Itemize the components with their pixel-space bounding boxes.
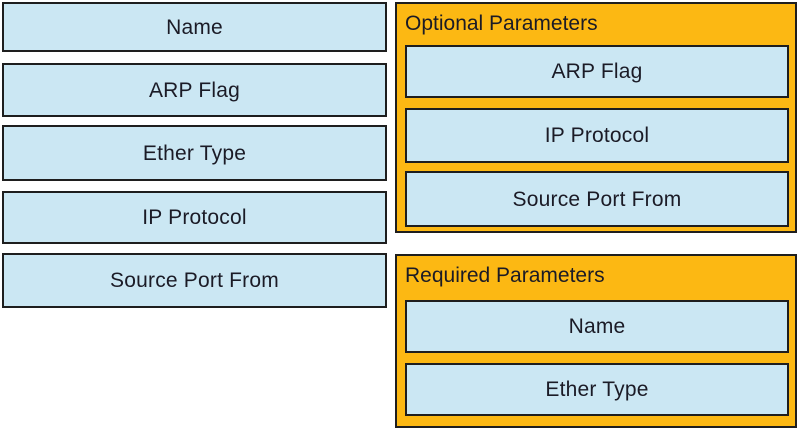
drop-group-optional-title: Optional Parameters [405,12,598,35]
dropped-token-name[interactable]: Name [405,300,789,353]
dropped-token-ip-protocol[interactable]: IP Protocol [405,108,789,163]
source-token-ip-protocol[interactable]: IP Protocol [2,191,387,244]
dropped-token-arp-flag[interactable]: ARP Flag [405,45,789,98]
source-token-name[interactable]: Name [2,2,387,52]
source-token-ether-type[interactable]: Ether Type [2,125,387,181]
source-token-source-port-from[interactable]: Source Port From [2,253,387,308]
dropped-token-ether-type[interactable]: Ether Type [405,363,789,416]
dropped-token-source-port-from[interactable]: Source Port From [405,171,789,227]
source-token-arp-flag[interactable]: ARP Flag [2,63,387,117]
drop-group-required-parameters[interactable]: Required Parameters Name Ether Type [395,254,797,428]
drop-group-optional-parameters[interactable]: Optional Parameters ARP Flag IP Protocol… [395,2,797,233]
drop-group-required-title: Required Parameters [405,264,605,287]
